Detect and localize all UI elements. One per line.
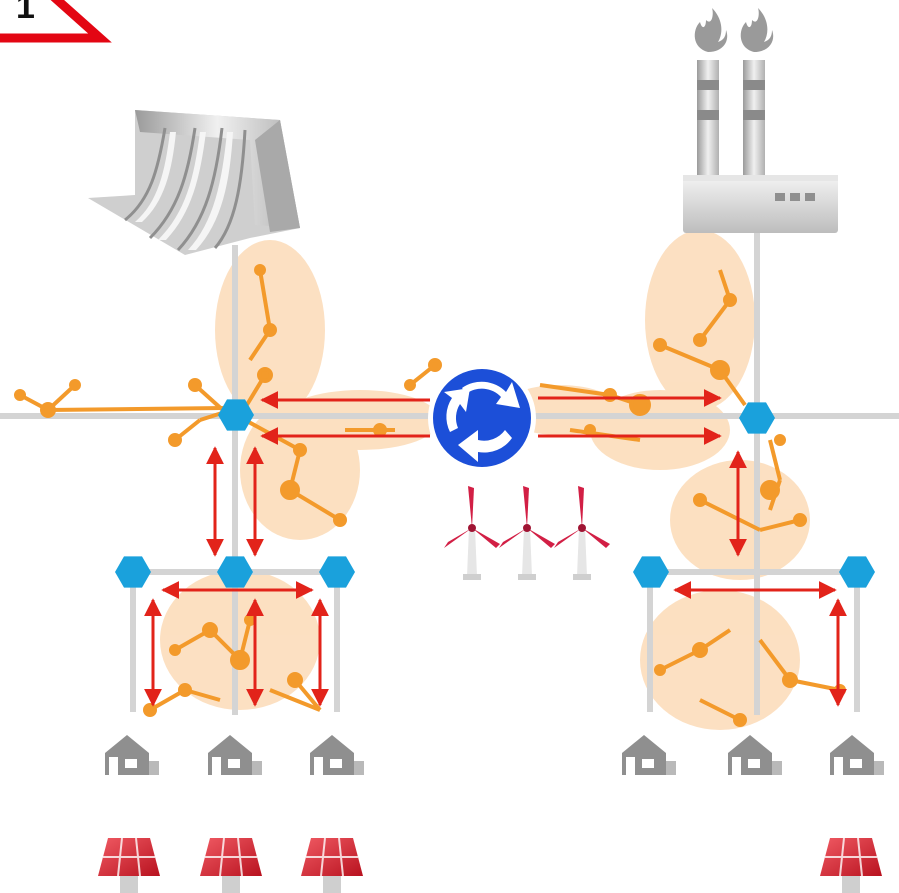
factory-icon xyxy=(683,8,838,233)
power-flow-arrows xyxy=(144,389,847,707)
solar-panel-icon xyxy=(820,837,882,893)
solar-panels xyxy=(98,837,882,893)
dam-icon xyxy=(88,110,300,255)
solar-panel-icon xyxy=(301,837,363,893)
wind-turbine-icon xyxy=(554,486,610,580)
house-icon xyxy=(208,735,262,775)
house-icon xyxy=(105,735,159,775)
warning-sign-label: 1 xyxy=(16,0,35,26)
grid-node xyxy=(115,556,151,588)
house-icon xyxy=(622,735,676,775)
wind-turbines xyxy=(444,486,610,580)
grid-node xyxy=(319,556,355,588)
house-icon xyxy=(728,735,782,775)
grid-node xyxy=(633,556,669,588)
grid-node xyxy=(739,402,775,434)
solar-panel-icon xyxy=(200,837,262,893)
houses xyxy=(105,735,884,775)
orange-network xyxy=(14,264,846,727)
solar-panel-icon xyxy=(98,837,160,893)
roundabout-icon xyxy=(428,364,536,472)
grid-node xyxy=(839,556,875,588)
network-glow xyxy=(160,230,810,730)
smoke xyxy=(694,8,774,52)
wind-turbine-icon xyxy=(444,486,500,580)
house-icon xyxy=(310,735,364,775)
wind-turbine-icon xyxy=(499,486,555,580)
warning-triangle-icon: 1 xyxy=(0,0,112,43)
house-icon xyxy=(830,735,884,775)
